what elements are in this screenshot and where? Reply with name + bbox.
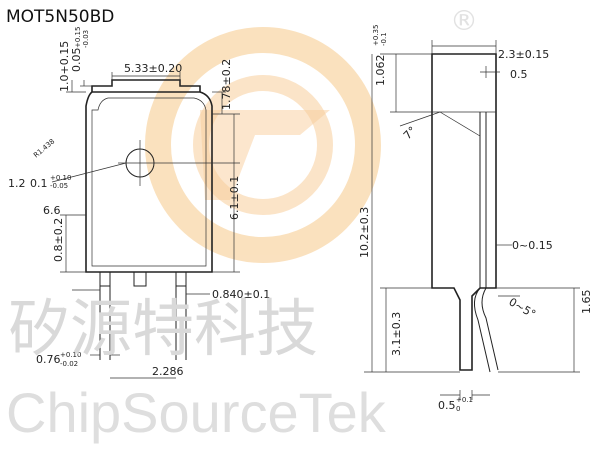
watermark-registered-mark: ®: [450, 4, 478, 37]
dim-angle-top: 7°: [401, 124, 419, 142]
dim-hole: 1.2: [8, 177, 26, 190]
watermark-cn: 矽源特科技: [8, 292, 318, 365]
dim-lead-len: 3.1±0.3: [390, 312, 403, 356]
watermark-en: ChipSourceTek: [6, 381, 387, 444]
front-view: [51, 72, 240, 379]
dim-height-top2: 0.05: [70, 48, 83, 73]
dim-height-top2-tol-up: +0.15: [74, 27, 82, 48]
part-number-title: MOT5N50BD: [6, 7, 114, 27]
dim-lead-rise: 1.65: [580, 290, 593, 315]
watermark-logo-icon: [145, 27, 381, 263]
dim-offset: 0~0.15: [512, 239, 553, 252]
dim-hole-tol-up: +0.10: [50, 174, 71, 182]
dim-corner-radius: R1.438: [32, 137, 56, 159]
dim-height-top2-tol-dn: -0.03: [82, 30, 90, 48]
dim-foot-tol-up: +0.1: [456, 396, 473, 404]
dim-pitch: 2.286: [152, 365, 184, 378]
dim-lower: 0.8±0.2: [52, 218, 65, 262]
dim-hole-b: 0.1: [30, 177, 48, 190]
side-view: [364, 40, 580, 400]
dim-foot: 0.5: [438, 399, 456, 412]
dim-foot-tol-dn: 0: [456, 405, 460, 413]
dim-hole-tol-dn: -0.05: [50, 182, 68, 190]
dim-tab-width: 5.33±0.20: [124, 62, 182, 75]
dim-total-height: 10.2±0.3: [358, 207, 371, 258]
dim-top: 1.062: [374, 55, 387, 87]
dim-tab-thick: 0.5: [510, 68, 528, 81]
dim-side: 6.6: [43, 204, 61, 217]
dim-lead-width: 0.840±0.1: [212, 288, 270, 301]
dim-lead-thick-tol-dn: -0.02: [60, 360, 78, 368]
dim-top-tol-dn: -0.1: [380, 32, 388, 46]
dim-top-tol-up: +0.35: [372, 25, 380, 46]
dim-tab-height: 1.78±0.2: [220, 59, 233, 110]
dim-height-top: 1.0+0.15: [58, 41, 71, 92]
dim-thickness: 2.3±0.15: [498, 48, 549, 61]
dim-lead-thick: 0.76: [36, 353, 61, 366]
dim-angle-lead: 0~5°: [507, 295, 538, 321]
dim-body-height: 6.1±0.1: [228, 176, 241, 220]
dim-lead-thick-tol-up: +0.10: [60, 351, 81, 359]
